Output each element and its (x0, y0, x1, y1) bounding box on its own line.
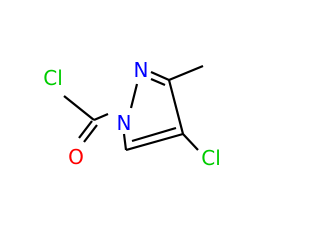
bond-n2-c3-1 (150, 70, 170, 82)
structure-canvas: Cl O N N Cl (43, 58, 221, 170)
bond-n2-c3-2 (150, 77, 166, 87)
atom-o-carbonyl: O (68, 145, 84, 169)
bond-carbonyl-n1 (93, 112, 109, 122)
bond-c4-cl (182, 133, 199, 151)
bond-carbonyl-o-1 (78, 120, 93, 139)
atom-cl-acyl: Cl (43, 66, 63, 90)
atom-n1: N (117, 111, 132, 135)
bond-n1-n2 (129, 83, 139, 109)
molecule-diagram: Cl O N N Cl (43, 58, 221, 170)
atom-layer: Cl O N N Cl (43, 58, 221, 170)
bond-layer (63, 64, 204, 152)
bond-c3-c4 (167, 79, 185, 135)
atom-n2: N (134, 58, 149, 82)
atom-cl-ring: Cl (201, 146, 221, 170)
bond-carbonyl-o-2 (83, 124, 98, 143)
bond-c4-c5-1 (125, 132, 184, 152)
bond-carbonyl-cl (63, 95, 95, 121)
bond-c3-methyl (168, 64, 204, 82)
bond-c4-c5-2 (131, 126, 177, 143)
bond-c5-n1 (122, 133, 128, 151)
